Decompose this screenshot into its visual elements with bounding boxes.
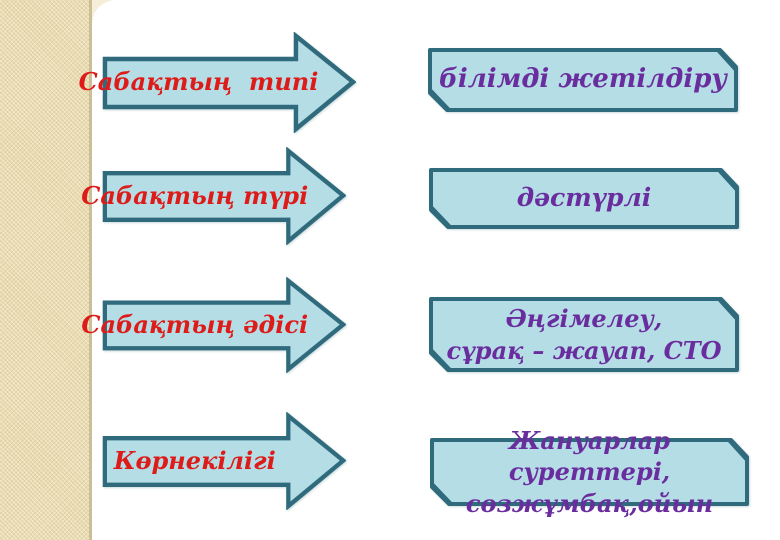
arrow-shape-visual-aids: Көрнекілігі: [102, 412, 346, 510]
right-arrow-icon: [102, 147, 346, 245]
arrow-shape-lesson-form: Сабақтың түрі: [81, 147, 346, 245]
sidebar-stripe: [0, 0, 92, 540]
snip-corner-box-icon: [429, 297, 739, 372]
snip-corner-box-icon: [430, 438, 749, 506]
right-arrow-icon: [102, 412, 346, 510]
arrow-shape-lesson-method: Сабақтың әдісі: [81, 277, 346, 373]
callout-label-lesson-method-value: Әңгімелеу, сұрақ – жауап, СТО: [446, 304, 722, 365]
arrow-label-lesson-form: Сабақтың түрі: [81, 180, 309, 210]
callout-box-lesson-type-value: білімді жетілдіру: [427, 47, 739, 113]
callout-box-visual-aids-value: Жануарлар суреттері, сөзжұмбақ,ойын: [429, 426, 750, 518]
slide-canvas: Сабақтың типі білімді жетілдіру Сабақтың…: [78, 0, 780, 540]
arrow-shape-lesson-type: Сабақтың типі: [78, 32, 356, 133]
right-arrow-icon: [102, 277, 346, 373]
arrow-label-lesson-type: Сабақтың типі: [78, 67, 319, 97]
callout-box-lesson-method-value: Әңгімелеу, сұрақ – жауап, СТО: [428, 296, 740, 373]
right-arrow-icon: [102, 32, 356, 133]
callout-box-lesson-form-value: дәстүрлі: [428, 167, 740, 230]
callout-label-lesson-form-value: дәстүрлі: [516, 183, 652, 213]
arrow-label-lesson-method: Сабақтың әдісі: [81, 309, 309, 339]
snip-corner-box-icon: [428, 48, 738, 112]
callout-label-visual-aids-value: Жануарлар суреттері, сөзжұмбақ,ойын: [465, 426, 714, 518]
snip-corner-box-icon: [429, 168, 739, 229]
arrow-label-visual-aids: Көрнекілігі: [113, 445, 276, 475]
callout-label-lesson-type-value: білімді жетілдіру: [439, 64, 727, 95]
